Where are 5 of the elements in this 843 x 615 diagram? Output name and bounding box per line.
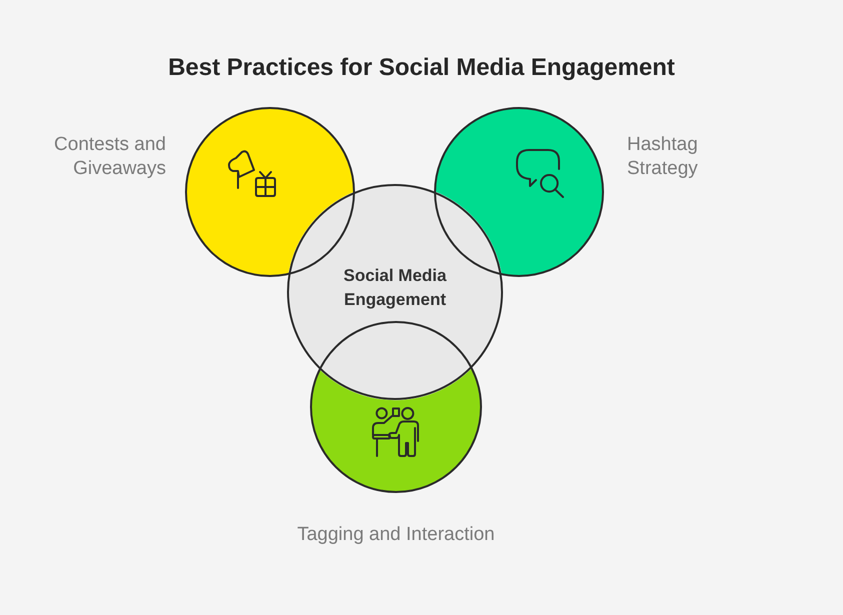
category-label: Tagging and Interaction: [296, 523, 496, 547]
center-label: Social Media Engagement: [342, 265, 448, 311]
category-label: Contests and Giveaways: [53, 133, 166, 181]
diagram-title: Best Practices for Social Media Engagement: [167, 53, 676, 83]
category-label: Hashtag Strategy: [627, 133, 699, 181]
